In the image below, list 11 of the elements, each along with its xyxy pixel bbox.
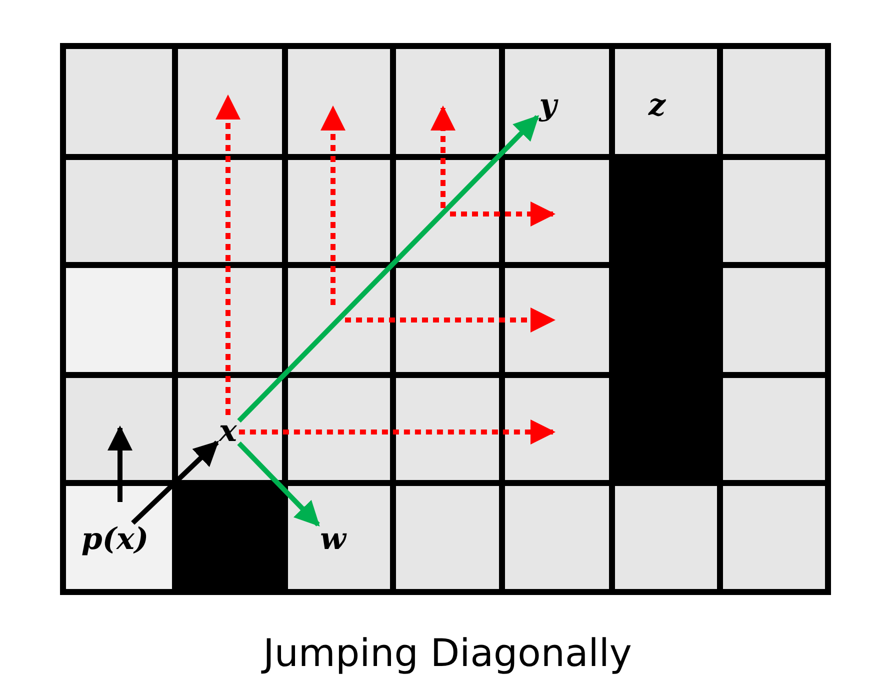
arrow: [216, 94, 240, 415]
arrow: [237, 442, 320, 526]
point-label: w: [320, 525, 346, 555]
point-label: y: [539, 91, 557, 121]
arrow: [131, 440, 219, 525]
point-label: p(x): [81, 525, 149, 555]
arrow: [237, 115, 540, 423]
point-label: x: [219, 417, 237, 447]
point-label: z: [648, 91, 666, 121]
caption: Jumping Diagonally: [260, 630, 633, 676]
arrow: [238, 420, 556, 444]
